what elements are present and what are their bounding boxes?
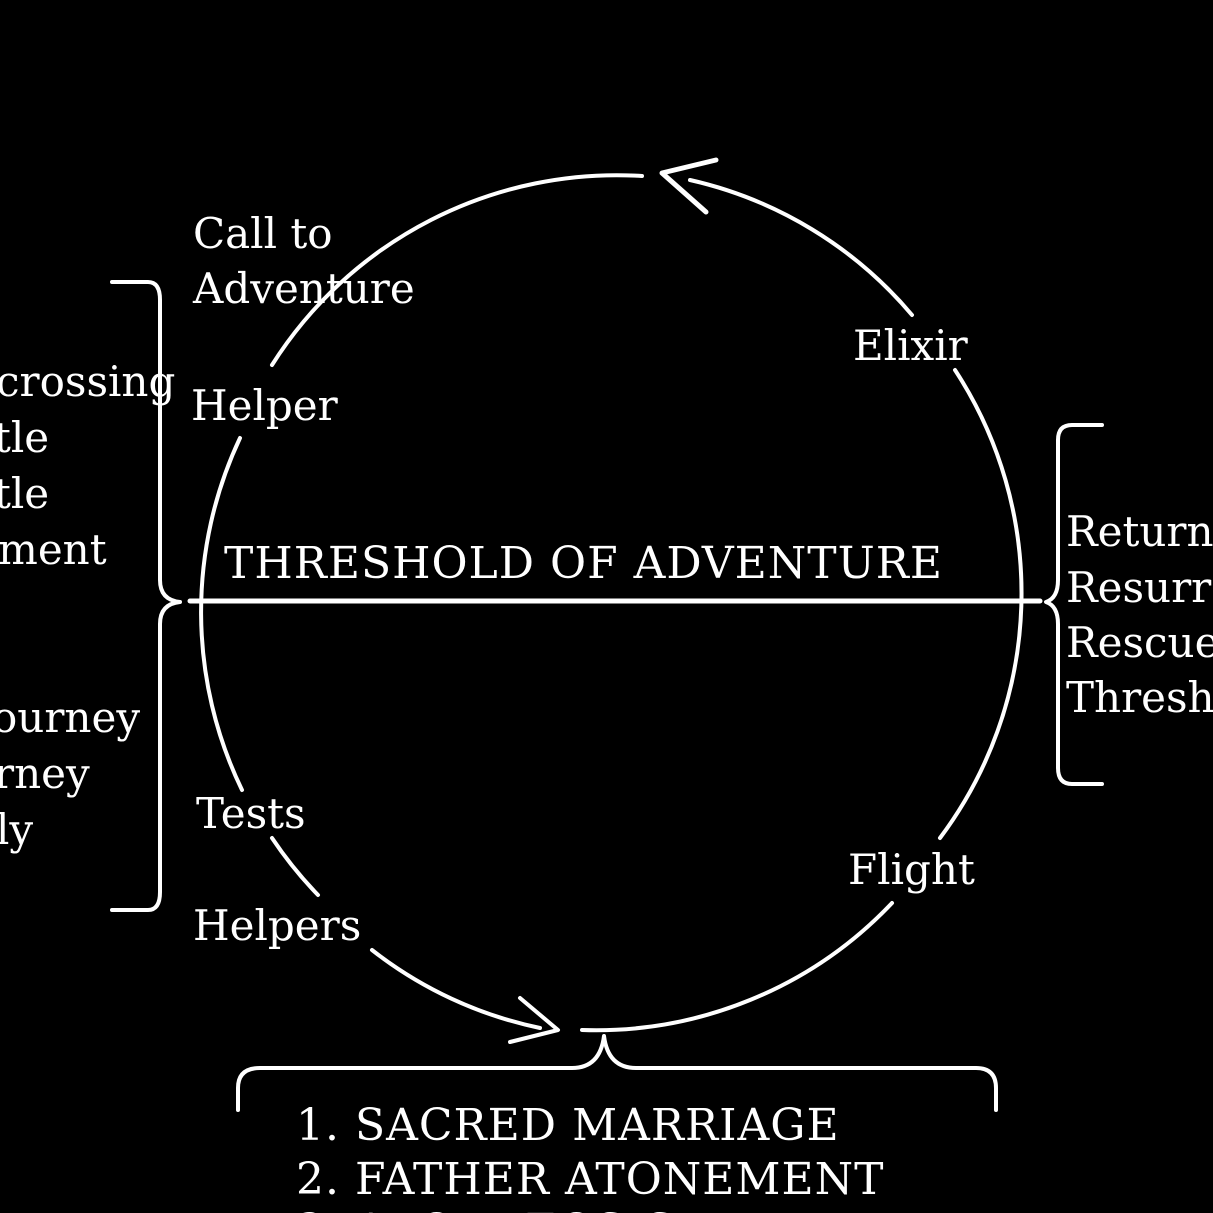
circle-arc-top-right [688,178,914,317]
left-list-item: rney [0,749,90,798]
bottom-list: 1. SACRED MARRIAGE 2. FATHER ATONEMENT 3… [296,1100,884,1213]
stage-call-to-adventure-line2: Adventure [192,264,415,313]
left-list-item: ly [0,805,33,854]
arrowhead-top [659,157,719,215]
stage-elixir: Elixir [853,321,969,370]
circle-arc-top [270,173,644,367]
left-list-item: tle [0,469,49,518]
left-list: crossing tle tle ment ourney rney ly [0,357,175,854]
left-list-item: ment [0,525,107,574]
stage-helper: Helper [191,381,339,430]
left-list-item: ourney [0,693,140,742]
left-list-item: crossing [0,357,175,406]
stage-flight: Flight [848,845,975,894]
stage-call-to-adventure-line1: Call to [193,209,333,258]
stage-tests: Tests [196,789,306,838]
right-list-item: Rescue [1066,618,1213,667]
left-list-item: tle [0,413,49,462]
left-bracket [110,280,182,912]
bottom-list-item: 3. APOTHEOSIS [296,1205,676,1213]
stage-helpers: Helpers [193,901,361,950]
right-list-item: Resurr [1066,563,1212,612]
circle-arc-lower-left [270,836,320,897]
right-list-item: Return [1066,507,1213,556]
threshold-label: THRESHOLD OF ADVENTURE [224,538,943,589]
circle-arc-right [938,368,1024,840]
right-bracket [1044,423,1104,786]
right-list: Return Resurr Rescue Thresh [1066,507,1213,722]
circle-arc-bottom-right [580,901,894,1033]
circle-arc-bottom-left [370,948,542,1030]
bottom-list-item: 1. SACRED MARRIAGE [296,1100,840,1151]
circle-arc-left [199,436,244,792]
bottom-list-item: 2. FATHER ATONEMENT [296,1154,884,1205]
arrowhead-bottom [508,996,560,1044]
bottom-brace [236,1034,998,1112]
right-list-item: Thresh [1066,673,1213,722]
